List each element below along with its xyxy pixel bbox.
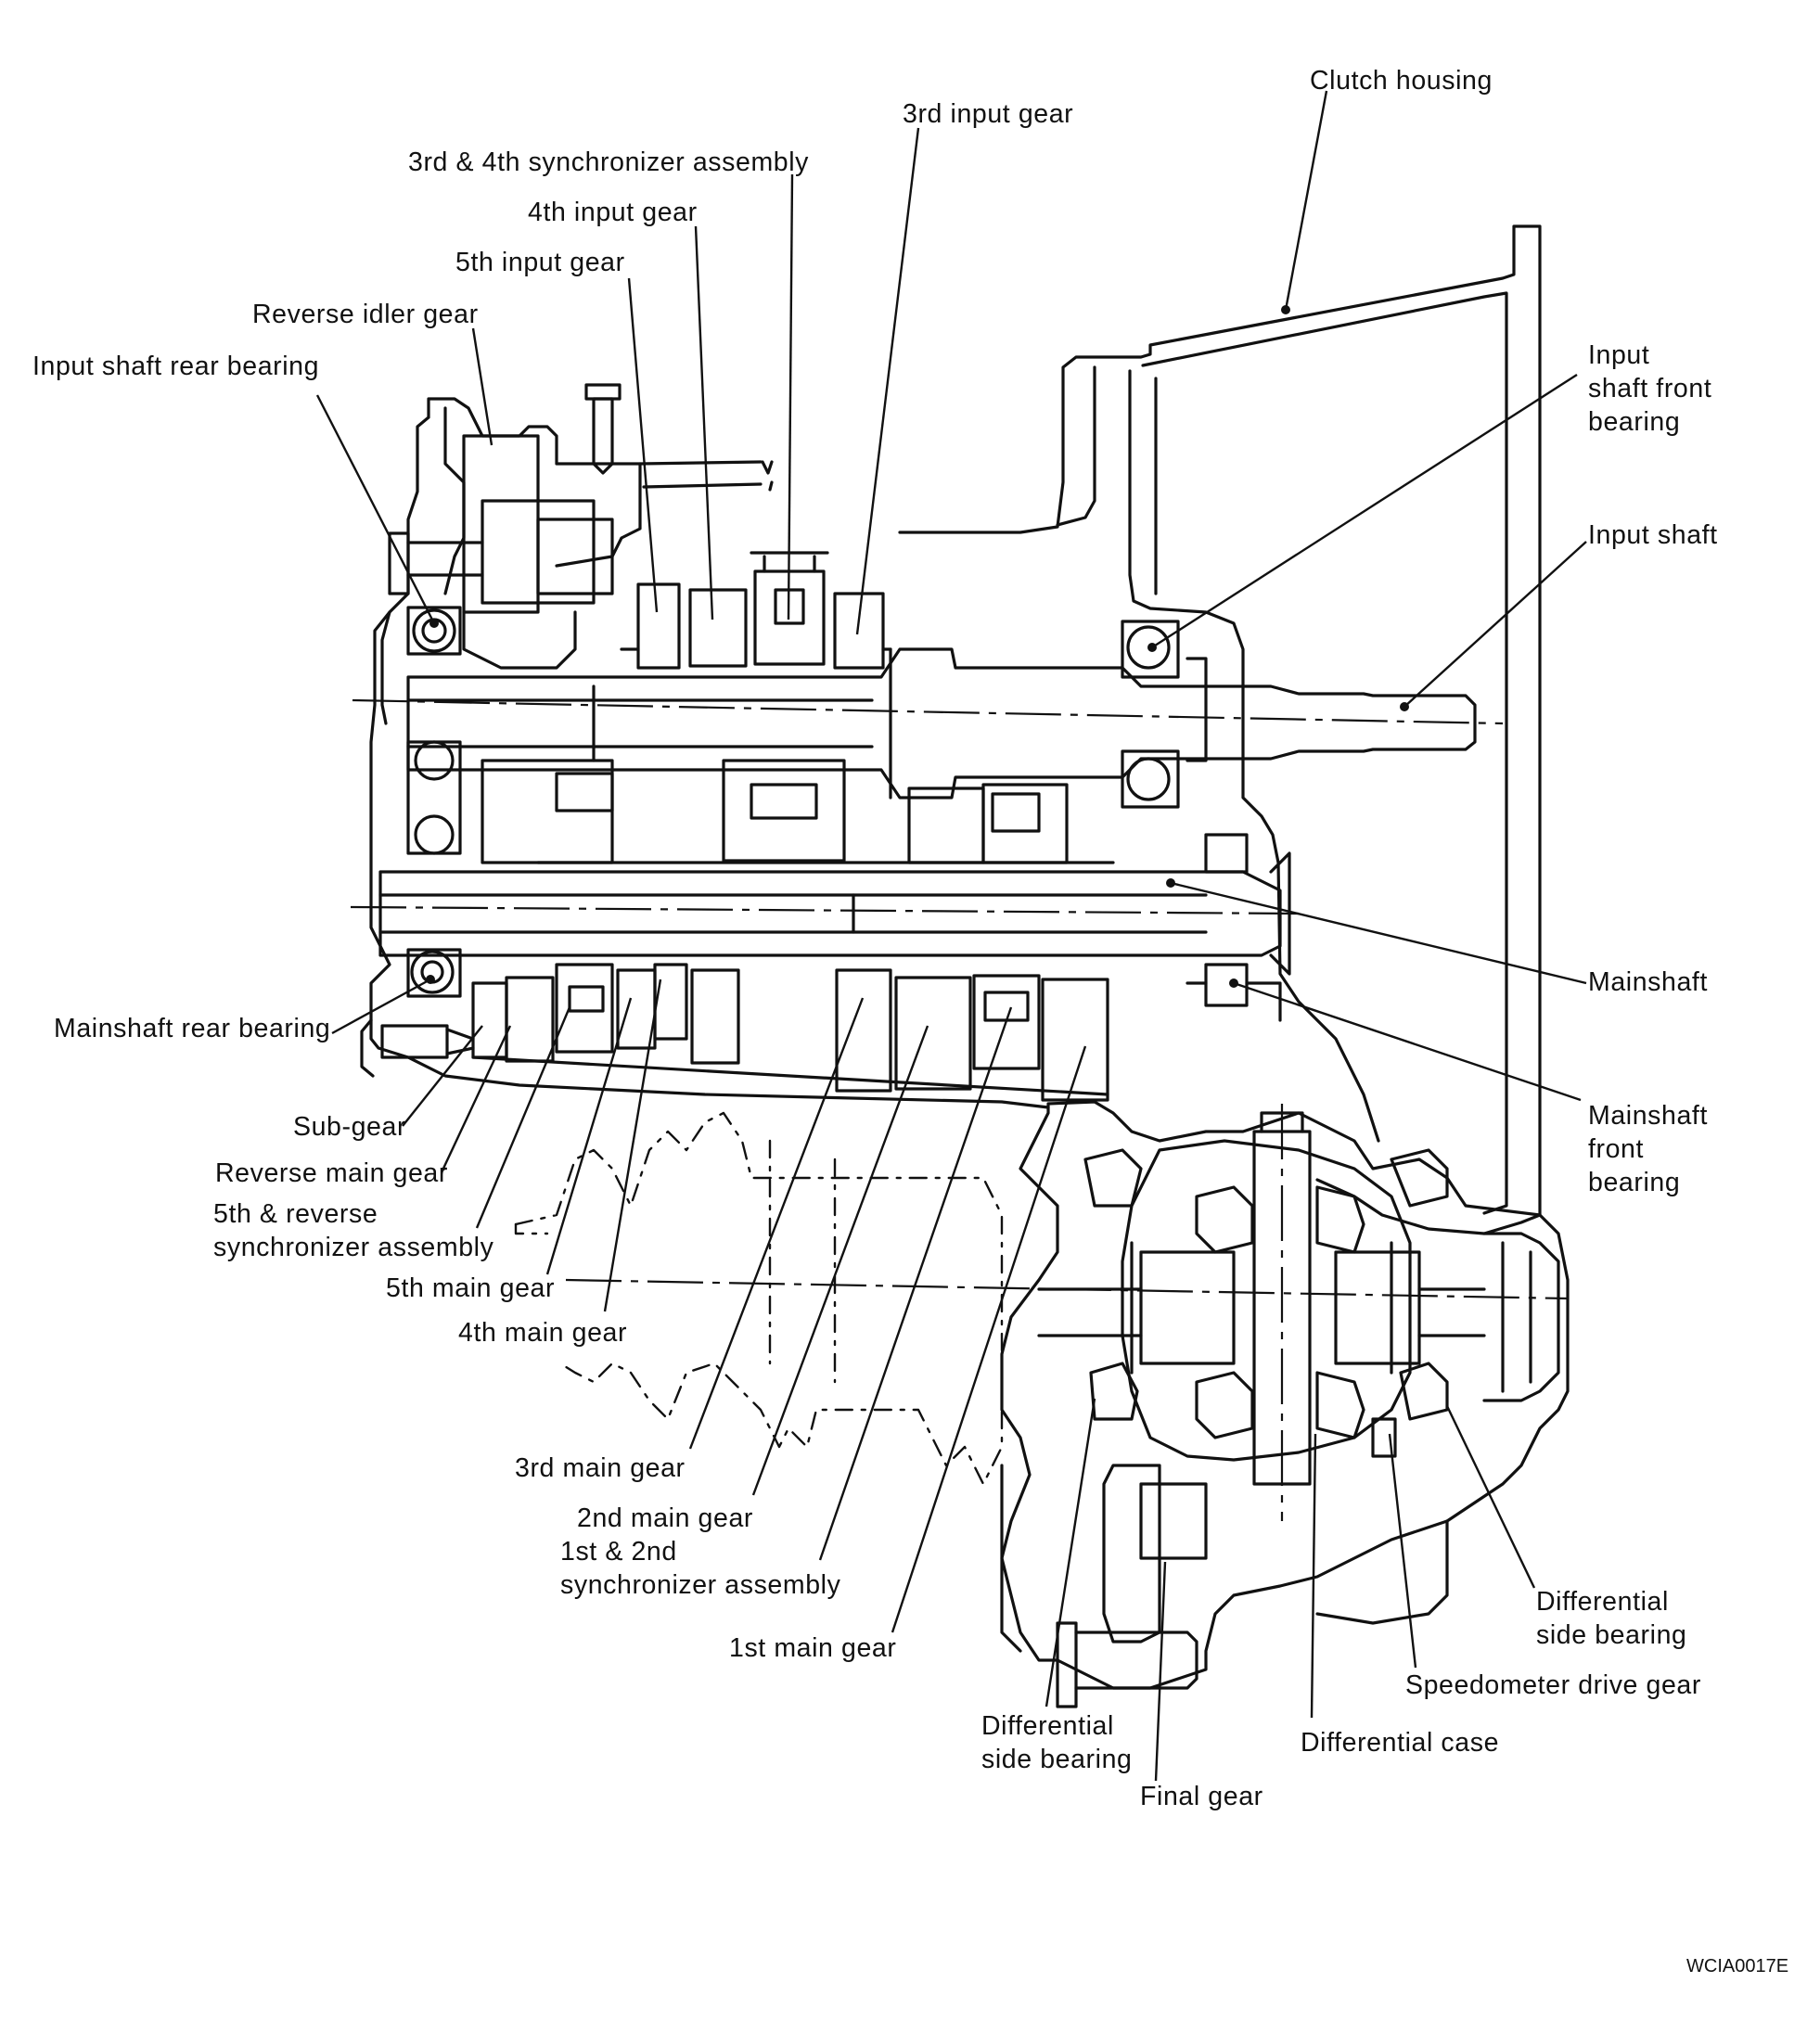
reverse-idler-gear-body [462, 434, 540, 614]
label-1st-2nd-synchronizer-assembly-line-1: 1st & 2nd [560, 1537, 677, 1567]
label-differential-side-bearing-right-line-1: Differential [1536, 1587, 1669, 1617]
label-5th-main-gear: 5th main gear [386, 1273, 555, 1303]
label-input-shaft-rear-bearing: Input shaft rear bearing [32, 352, 319, 381]
input-shaft-front-bearing [1126, 625, 1171, 670]
fifth-input-gear [636, 582, 681, 670]
label-1st-2nd-synchronizer-assembly-line-2: synchronizer assembly [560, 1570, 841, 1600]
label-3rd-main-gear: 3rd main gear [515, 1453, 686, 1483]
label-mainshaft-front-bearing-line-3: bearing [1588, 1168, 1680, 1197]
label-differential-side-bearing-right: Differential side bearing [1536, 1587, 1686, 1650]
first-second-synchronizer [972, 974, 1041, 1070]
label-sub-gear: Sub-gear [293, 1112, 406, 1142]
second-main-gear [894, 976, 972, 1091]
label-input-shaft-front-bearing-line-1: Input [1588, 340, 1649, 370]
label-differential-side-bearing-left-line-1: Differential [981, 1711, 1114, 1741]
fifth-main-gear [616, 968, 657, 1050]
clutch-housing-outline [898, 224, 1542, 1235]
mainshaft-front-bearing [1204, 963, 1249, 1007]
label-differential-side-bearing-left-line-2: side bearing [981, 1745, 1132, 1774]
mainshaft-rear-bearing [410, 950, 455, 994]
third-main-gear [690, 968, 740, 1065]
label-input-shaft-front-bearing-line-2: shaft front [1588, 374, 1711, 403]
speedometer-drive-gear-shape [1371, 1417, 1397, 1458]
clutch-housing-inner-wall [1141, 291, 1508, 1215]
label-mainshaft: Mainshaft [1588, 967, 1708, 997]
label-3rd-input-gear: 3rd input gear [903, 99, 1073, 129]
label-clutch-housing: Clutch housing [1310, 66, 1493, 96]
label-reverse-main-gear: Reverse main gear [215, 1158, 448, 1188]
label-differential-side-bearing-left: Differential side bearing [981, 1711, 1132, 1774]
input-shaft-rear-bearing [412, 608, 456, 653]
label-5th-reverse-synchronizer-assembly-line-2: synchronizer assembly [213, 1233, 494, 1262]
label-input-shaft-front-bearing-line-3: bearing [1588, 407, 1680, 437]
label-5th-input-gear: 5th input gear [455, 248, 625, 277]
leader-lines [315, 90, 1587, 1782]
label-mainshaft-front-bearing-line-2: front [1588, 1134, 1644, 1164]
label-input-shaft: Input shaft [1588, 520, 1718, 550]
label-reverse-idler-gear: Reverse idler gear [252, 300, 479, 329]
mainshaft-rear-bearing-upper [414, 814, 455, 855]
centerlines [350, 698, 1569, 1521]
label-1st-main-gear: 1st main gear [729, 1633, 896, 1663]
differential-housing [1000, 1100, 1570, 1690]
fourth-input-gear [688, 588, 748, 668]
mainshaft [378, 870, 1282, 957]
label-speedometer-drive-gear: Speedometer drive gear [1405, 1670, 1701, 1700]
final-gear-shape [1102, 1464, 1161, 1644]
differential-case [1121, 1139, 1412, 1462]
label-differential-case: Differential case [1301, 1728, 1499, 1758]
reverse-main-gear [505, 976, 555, 1063]
fifth-reverse-synchronizer [555, 963, 614, 1054]
differential-side-bearing-right-shape [1390, 1148, 1449, 1208]
label-mainshaft-front-bearing-line-1: Mainshaft [1588, 1101, 1708, 1131]
label-final-gear: Final gear [1140, 1782, 1263, 1811]
label-4th-input-gear: 4th input gear [528, 198, 698, 227]
label-1st-2nd-synchronizer-assembly: 1st & 2nd synchronizer assembly [560, 1537, 841, 1600]
label-5th-reverse-synchronizer-assembly: 5th & reverse synchronizer assembly [213, 1199, 494, 1262]
differential-side-bearing-left-shape [1083, 1148, 1143, 1208]
label-mainshaft-rear-bearing: Mainshaft rear bearing [54, 1014, 330, 1043]
first-main-gear [1041, 978, 1109, 1102]
label-mainshaft-front-bearing: Mainshaft front bearing [1588, 1101, 1716, 1197]
callout-labels: Clutch housing 3rd input gear 3rd & 4th … [32, 66, 1788, 1976]
input-shaft [406, 647, 1477, 799]
label-5th-reverse-synchronizer-assembly-line-1: 5th & reverse [213, 1199, 378, 1229]
label-differential-side-bearing-right-line-2: side bearing [1536, 1620, 1686, 1650]
drive-shaft-boot-outline [514, 1111, 1004, 1486]
label-2nd-main-gear: 2nd main gear [577, 1503, 753, 1533]
figure-code: WCIA0017E [1686, 1956, 1788, 1976]
label-4th-main-gear: 4th main gear [458, 1318, 627, 1348]
transaxle-drawing [360, 224, 1570, 1708]
third-input-gear [833, 592, 885, 670]
label-input-shaft-front-bearing: Input shaft front bearing [1588, 340, 1720, 437]
label-3rd-4th-synchronizer-assembly: 3rd & 4th synchronizer assembly [408, 147, 809, 177]
fourth-main-gear [653, 963, 688, 1041]
